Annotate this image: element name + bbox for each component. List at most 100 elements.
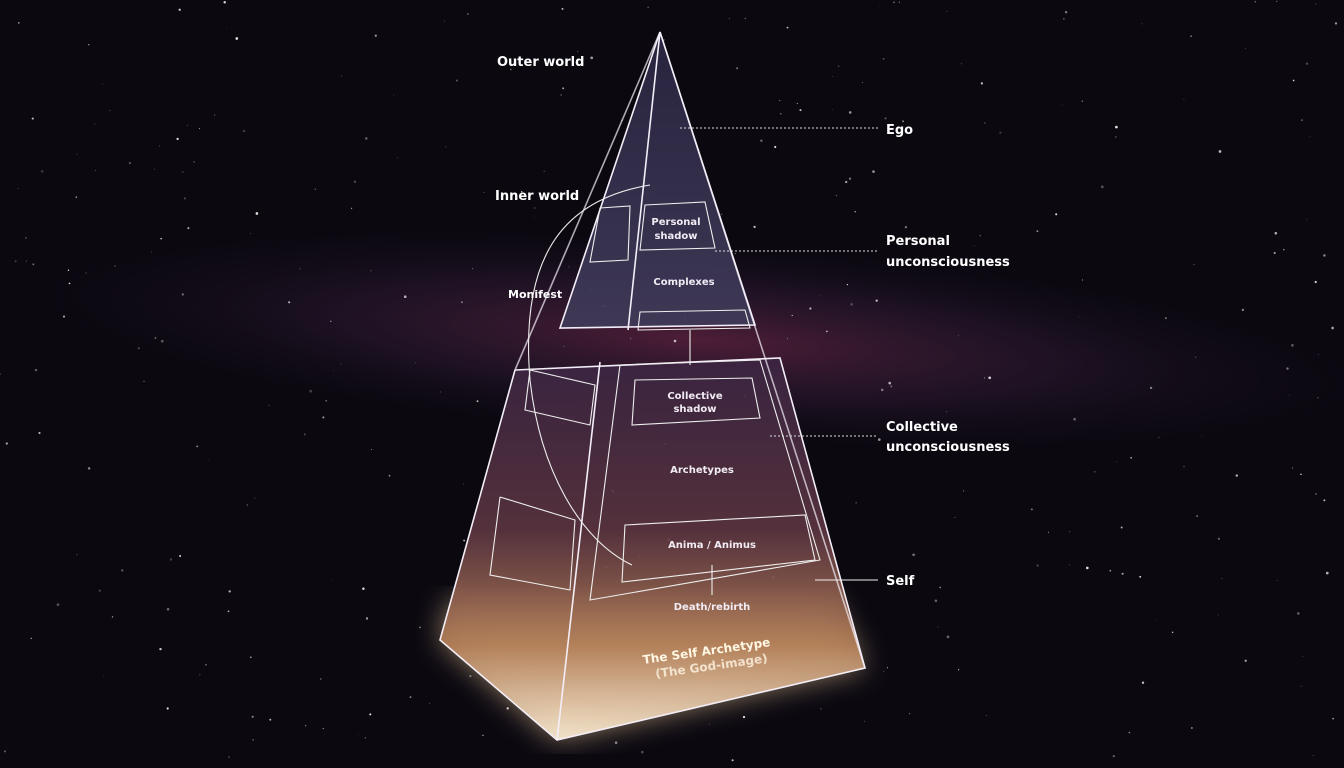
star bbox=[709, 723, 711, 725]
star bbox=[179, 555, 182, 557]
star bbox=[370, 449, 372, 451]
label-collective-1: Collective bbox=[886, 420, 958, 435]
star bbox=[934, 599, 938, 602]
star bbox=[640, 750, 644, 754]
edge-right bbox=[659, 31, 866, 669]
star bbox=[882, 57, 885, 60]
star bbox=[1121, 572, 1124, 575]
star bbox=[95, 169, 97, 171]
star bbox=[76, 554, 78, 556]
star bbox=[353, 180, 357, 183]
star bbox=[1317, 397, 1319, 399]
star bbox=[1217, 614, 1219, 616]
star bbox=[32, 263, 35, 266]
star bbox=[246, 504, 248, 506]
star bbox=[1306, 218, 1308, 220]
star bbox=[193, 160, 195, 163]
star bbox=[1276, 580, 1278, 582]
star bbox=[1300, 473, 1302, 476]
star bbox=[939, 586, 942, 589]
star bbox=[778, 99, 781, 102]
star bbox=[143, 380, 145, 383]
star bbox=[1201, 436, 1203, 437]
star bbox=[330, 320, 332, 322]
star bbox=[254, 497, 256, 499]
star bbox=[403, 295, 407, 299]
star bbox=[445, 146, 447, 148]
star bbox=[331, 579, 333, 580]
label-personal-2: unconsciousness bbox=[886, 255, 1010, 270]
star bbox=[1291, 344, 1294, 347]
star bbox=[365, 617, 369, 620]
star bbox=[786, 26, 789, 29]
star bbox=[890, 385, 893, 388]
upper-pyramid bbox=[558, 31, 757, 365]
star bbox=[309, 389, 313, 393]
star bbox=[1325, 571, 1329, 575]
star bbox=[1191, 727, 1193, 729]
star bbox=[946, 10, 948, 12]
star bbox=[855, 502, 857, 504]
star bbox=[322, 416, 325, 419]
star bbox=[1190, 35, 1193, 38]
star bbox=[85, 272, 87, 274]
star bbox=[1300, 685, 1302, 687]
star bbox=[483, 191, 485, 194]
star bbox=[506, 707, 509, 710]
star bbox=[1273, 251, 1276, 255]
star bbox=[663, 39, 665, 41]
star bbox=[779, 112, 782, 115]
star bbox=[629, 337, 632, 340]
star bbox=[728, 18, 730, 20]
star bbox=[303, 433, 306, 436]
star bbox=[182, 171, 184, 173]
star bbox=[251, 715, 254, 718]
star bbox=[235, 37, 239, 40]
star bbox=[440, 391, 441, 393]
star bbox=[1286, 367, 1289, 370]
star bbox=[1078, 316, 1080, 317]
star bbox=[364, 736, 367, 739]
star bbox=[543, 170, 545, 173]
personal-shadow-2: shadow bbox=[654, 231, 697, 242]
star bbox=[1171, 631, 1174, 634]
star bbox=[880, 388, 884, 392]
star bbox=[1120, 526, 1123, 529]
star bbox=[731, 759, 734, 762]
star bbox=[40, 170, 44, 173]
star bbox=[734, 253, 736, 255]
star bbox=[1085, 566, 1089, 570]
star bbox=[1115, 136, 1117, 138]
star bbox=[4, 750, 6, 753]
star bbox=[121, 569, 124, 572]
star bbox=[1292, 79, 1295, 82]
star bbox=[25, 260, 27, 262]
star bbox=[1062, 104, 1063, 106]
star bbox=[872, 170, 875, 173]
star bbox=[898, 1, 900, 3]
star bbox=[1141, 681, 1145, 684]
star bbox=[1063, 17, 1065, 20]
star bbox=[227, 610, 230, 613]
star bbox=[1276, 0, 1278, 3]
star bbox=[249, 656, 252, 659]
star bbox=[1183, 98, 1185, 100]
star bbox=[614, 741, 618, 744]
star bbox=[9, 148, 11, 150]
star bbox=[909, 713, 911, 715]
star bbox=[902, 120, 905, 123]
star bbox=[888, 381, 891, 385]
star bbox=[365, 137, 368, 140]
star bbox=[875, 299, 878, 302]
star bbox=[160, 237, 162, 240]
star bbox=[786, 338, 788, 340]
star bbox=[137, 347, 140, 350]
label-ego: Ego bbox=[886, 123, 913, 138]
star bbox=[1158, 436, 1160, 439]
star bbox=[1217, 537, 1221, 540]
manifest-arrow bbox=[527, 184, 651, 566]
star bbox=[176, 137, 179, 141]
star bbox=[980, 82, 984, 85]
star bbox=[463, 539, 466, 542]
